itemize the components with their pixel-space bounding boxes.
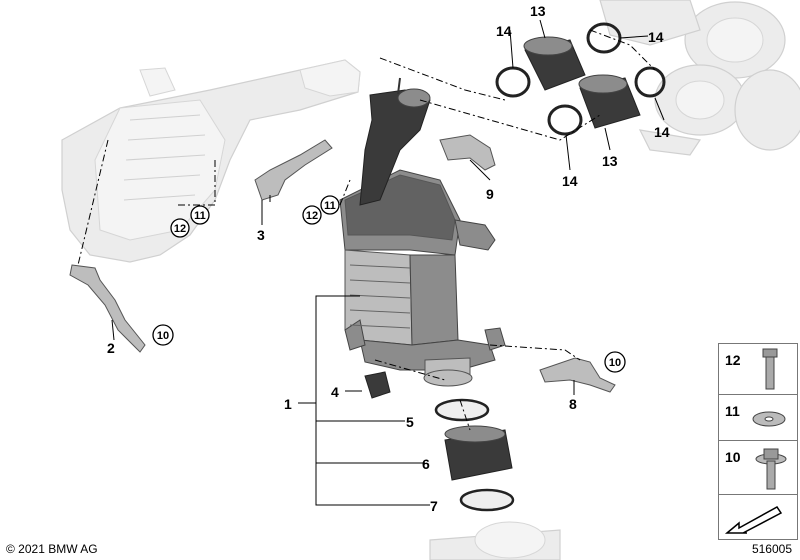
sensor-4[interactable] — [364, 371, 391, 399]
sleeve-13-upper[interactable] — [523, 36, 586, 91]
copyright-text: © 2021 BMW AG — [6, 542, 98, 556]
svg-text:10: 10 — [609, 357, 621, 369]
svg-text:10: 10 — [157, 330, 169, 342]
bracket-9[interactable] — [439, 134, 496, 171]
bracket-3[interactable] — [254, 139, 333, 201]
intercooler[interactable] — [339, 169, 506, 387]
legend-item-11[interactable]: 11 — [718, 394, 798, 441]
label-part-3: 3 — [257, 227, 265, 243]
hose-clamp-14-mid-right[interactable] — [634, 66, 666, 98]
label-part-1: 1 — [284, 396, 292, 412]
clamp-5[interactable] — [434, 398, 490, 422]
label-part-13-lower: 13 — [602, 153, 618, 169]
sleeve-13-lower[interactable] — [578, 74, 641, 129]
charge-air-hose[interactable] — [359, 77, 431, 206]
arrow-icon — [724, 506, 783, 534]
label-part-5: 5 — [406, 414, 414, 430]
label-part-7: 7 — [430, 498, 438, 514]
hose-clamp-14-upper-right[interactable] — [586, 22, 622, 54]
svg-text:12: 12 — [174, 223, 186, 235]
ghost-intake-housing — [61, 59, 361, 263]
label-part-6: 6 — [422, 456, 430, 472]
ghost-turbochargers — [599, 0, 800, 156]
circled-ref-11-left: 11 — [190, 205, 210, 225]
bracket-8[interactable] — [539, 357, 616, 393]
washer-icon — [752, 411, 786, 427]
label-part-14-upper-right: 14 — [648, 29, 664, 45]
bracket-2[interactable] — [69, 264, 146, 353]
legend-item-12[interactable]: 12 — [718, 343, 798, 395]
sleeve-6[interactable] — [444, 425, 513, 481]
circled-ref-10-left: 10 — [152, 324, 174, 346]
label-part-14-lower: 14 — [562, 173, 578, 189]
label-part-9: 9 — [486, 186, 494, 202]
label-part-2: 2 — [107, 340, 115, 356]
clamp-7[interactable] — [459, 488, 515, 512]
legend-number-11: 11 — [725, 403, 740, 419]
hose-clamp-14-lower[interactable] — [547, 104, 583, 136]
legend-number-12: 12 — [725, 352, 741, 368]
hose-clamp-14-upper-left[interactable] — [495, 66, 531, 98]
dash-leaders — [77, 29, 656, 431]
solid-leaders — [111, 19, 665, 506]
label-part-4: 4 — [331, 384, 339, 400]
bolt-icon — [762, 348, 778, 390]
label-part-14-mid-right: 14 — [654, 124, 670, 140]
legend-number-10: 10 — [725, 449, 741, 465]
circled-ref-11-center: 11 — [320, 195, 340, 215]
ghost-throttle-body — [429, 521, 561, 560]
svg-text:12: 12 — [306, 210, 318, 222]
label-part-8: 8 — [569, 396, 577, 412]
label-part-13-upper: 13 — [530, 3, 546, 19]
circled-ref-12-center: 12 — [302, 205, 322, 225]
svg-text:11: 11 — [324, 200, 336, 212]
circled-ref-10-right: 10 — [604, 351, 626, 373]
document-number: 516005 — [751, 542, 792, 556]
svg-text:11: 11 — [194, 210, 206, 222]
circled-ref-12-left: 12 — [170, 218, 190, 238]
legend-item-10[interactable]: 10 — [718, 440, 798, 495]
legend-arrow-box[interactable] — [718, 494, 798, 540]
label-part-14-upper-left: 14 — [496, 23, 512, 39]
flange-bolt-icon — [755, 448, 787, 490]
